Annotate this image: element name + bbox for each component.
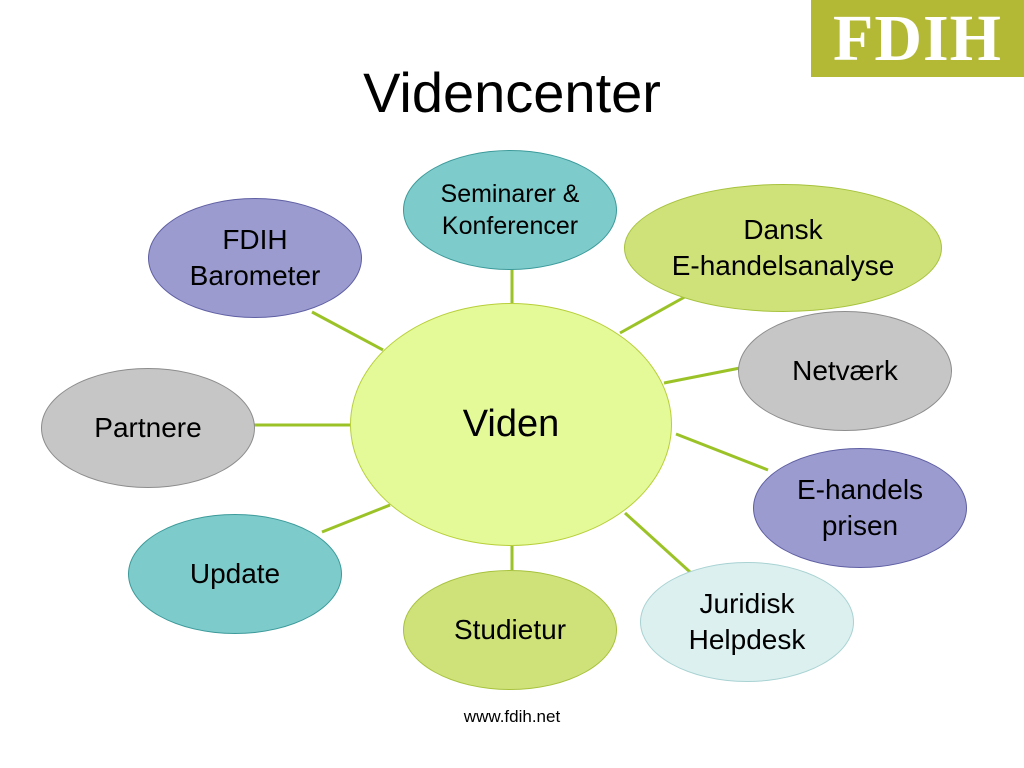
fdih-logo: FDIH — [811, 0, 1024, 77]
node-label: Netværk — [792, 354, 898, 386]
connector-fdih-barometer — [311, 310, 384, 352]
center-label: Viden — [462, 402, 560, 445]
node-netvaerk: Netværk — [738, 311, 952, 431]
node-label: Dansk E-handelsanalyse — [671, 213, 895, 281]
connector-netvaerk — [663, 366, 741, 385]
node-label: E-handels prisen — [796, 473, 924, 541]
page-title: Videncenter — [363, 61, 661, 124]
connector-ehandels-prisen — [675, 432, 769, 472]
node-partnere: Partnere — [41, 368, 255, 488]
node-update: Update — [128, 514, 342, 634]
logo-text: FDIH — [833, 1, 1002, 75]
node-seminarer-konferencer: Seminarer & Konferencer — [403, 150, 617, 270]
node-label: Partnere — [94, 411, 202, 443]
node-studietur: Studietur — [403, 570, 617, 690]
node-label: Studietur — [453, 613, 567, 645]
node-fdih-barometer: FDIH Barometer — [148, 198, 362, 318]
node-label: Update — [189, 557, 281, 589]
node-label: FDIH Barometer — [189, 223, 321, 291]
node-dansk-ehandelsanalyse: Dansk E-handelsanalyse — [624, 184, 942, 312]
node-label: Seminarer & Konferencer — [440, 179, 580, 241]
footer-url: www.fdih.net — [463, 707, 561, 726]
connector-juridisk — [623, 511, 692, 574]
node-juridisk-helpdesk: Juridisk Helpdesk — [640, 562, 854, 682]
center-node-viden: Viden — [350, 303, 672, 546]
connector-update — [321, 503, 391, 534]
connector-dansk-ehandel — [619, 292, 691, 335]
node-ehandels-prisen: E-handels prisen — [753, 448, 967, 568]
node-label: Juridisk Helpdesk — [688, 587, 806, 655]
